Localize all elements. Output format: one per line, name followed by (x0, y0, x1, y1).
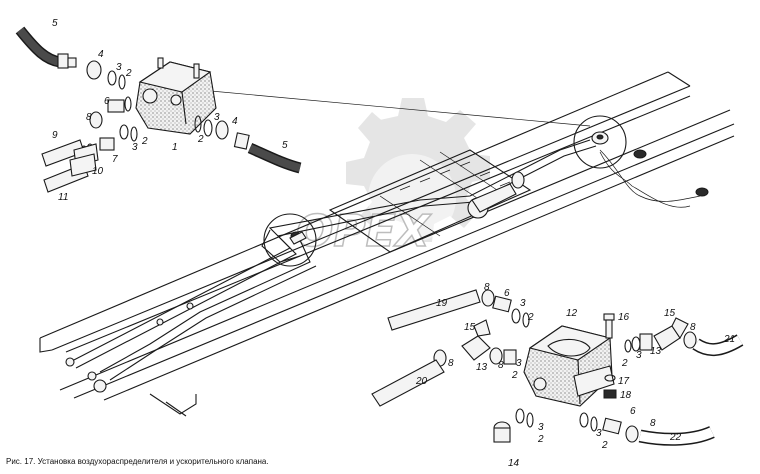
callout-2: 2 (527, 312, 534, 323)
ring-3e (631, 336, 641, 352)
callout-3: 3 (116, 62, 122, 73)
washer-2e (624, 339, 632, 353)
fitting-13a (639, 333, 653, 351)
fitting-6c (602, 417, 622, 435)
ring-3b (119, 124, 129, 140)
callout-4: 4 (232, 116, 238, 127)
callout-13: 13 (476, 362, 488, 373)
callout-20: 20 (415, 376, 428, 387)
callout-2: 2 (511, 370, 518, 381)
callout-13: 13 (650, 346, 662, 357)
nut-8d (489, 347, 503, 365)
bolt-16 (603, 313, 615, 339)
callout-8: 8 (650, 418, 656, 429)
hose-end-10 (69, 143, 99, 177)
fitting-13b (503, 349, 517, 365)
callout-21: 21 (723, 334, 735, 345)
tube-19 (387, 289, 481, 331)
callout-7: 7 (112, 154, 118, 165)
callout-5: 5 (282, 140, 288, 151)
chassis-frame (39, 71, 735, 417)
callout-6: 6 (630, 406, 636, 417)
elbow-15b (461, 319, 491, 361)
plug-14 (493, 421, 511, 443)
callout-14: 14 (508, 458, 520, 469)
frame-clips (65, 302, 194, 393)
hose-5-left (15, 26, 77, 69)
frame-fitting-left (263, 213, 317, 267)
air-distributor-1 (135, 57, 217, 135)
fitting-6a (107, 96, 132, 113)
figure-caption: Рис. 17. Установка воздухораспределителя… (6, 457, 269, 466)
connector-plug-b (695, 187, 709, 197)
connector-plug-a (633, 149, 647, 159)
callout-3: 3 (538, 422, 544, 433)
callout-9: 9 (52, 130, 58, 141)
brake-tubing (69, 89, 701, 381)
nut-8c (683, 331, 697, 349)
accelerating-valve-12 (523, 325, 615, 407)
ring-3c (203, 119, 213, 137)
callout-11: 11 (58, 192, 68, 203)
callout-2: 2 (601, 440, 608, 451)
nut-8b (481, 289, 495, 307)
callout-8: 8 (86, 112, 92, 123)
callout-3: 3 (132, 142, 138, 153)
callout-3: 3 (520, 298, 526, 309)
callout-16: 16 (618, 312, 630, 323)
elbow-15a (653, 317, 689, 351)
callout-2: 2 (621, 358, 628, 369)
callout-2: 2 (141, 136, 148, 147)
callout-3: 3 (636, 350, 642, 361)
nut-8f (625, 425, 639, 443)
callout-19: 19 (436, 298, 448, 309)
washer-2b (130, 126, 138, 142)
callout-1: 1 (172, 142, 178, 153)
tube-20 (371, 359, 445, 407)
callout-8: 8 (690, 322, 696, 333)
washer-2g (590, 416, 598, 432)
frame-fitting-right (573, 115, 627, 169)
washer-17 (604, 374, 616, 382)
ring-3g (579, 412, 589, 428)
nut-4a (86, 60, 102, 80)
washer-2c (194, 115, 202, 133)
callout-8: 8 (498, 360, 504, 371)
ring-3f (515, 408, 525, 424)
washer-2a (118, 74, 126, 90)
callout-18: 18 (620, 390, 632, 401)
watermark-gear-icon (346, 98, 490, 242)
callout-15: 15 (464, 322, 476, 333)
callout-12: 12 (566, 308, 578, 319)
central-cylinder (467, 171, 525, 219)
callout-17: 17 (618, 376, 630, 387)
nut-4b (215, 120, 229, 140)
callout-3: 3 (516, 358, 522, 369)
callout-6: 6 (104, 96, 110, 107)
callout-labels: 5 4 3 2 6 8 9 3 2 7 10 11 1 2 3 4 5 19 8… (52, 18, 735, 469)
callout-22: 22 (669, 432, 682, 443)
callout-8: 8 (448, 358, 454, 369)
callout-10: 10 (92, 166, 104, 177)
callout-15: 15 (664, 308, 676, 319)
callout-6: 6 (504, 288, 510, 299)
hose-5-right (233, 132, 302, 174)
washer-2d (522, 312, 530, 328)
callout-2: 2 (197, 134, 204, 145)
callout-3: 3 (596, 428, 602, 439)
washer-2f (526, 412, 534, 428)
callout-5: 5 (52, 18, 58, 29)
nut-8a (89, 111, 103, 129)
nut-18 (603, 389, 617, 399)
ring-3a (107, 70, 117, 86)
callout-2: 2 (537, 434, 544, 445)
ring-3d (511, 308, 521, 324)
callout-3: 3 (214, 112, 220, 123)
callout-4: 4 (98, 49, 104, 60)
callout-2: 2 (125, 68, 132, 79)
callout-8: 8 (484, 282, 490, 293)
fitting-6b (492, 295, 512, 313)
